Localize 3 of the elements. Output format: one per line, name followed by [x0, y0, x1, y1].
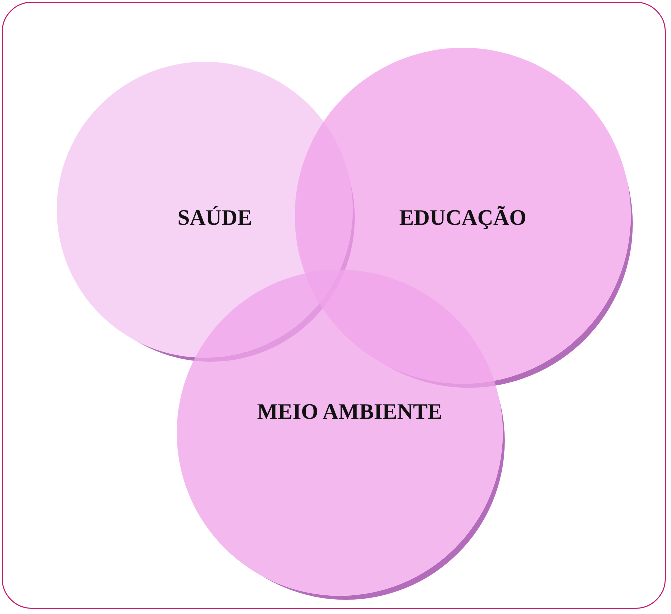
- circle-label: MEIO AMBIENTE: [257, 399, 443, 425]
- circle-label: EDUCAÇÃO: [399, 205, 527, 231]
- circle-label: SAÚDE: [178, 205, 252, 231]
